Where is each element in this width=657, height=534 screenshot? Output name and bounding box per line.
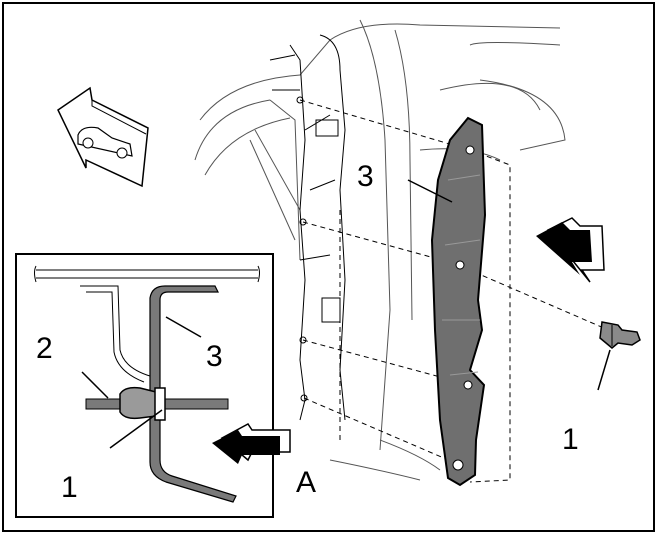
inset-border (15, 253, 274, 518)
inset-view-callout: A (296, 466, 316, 499)
inset-detail (15, 253, 291, 518)
inset-clip-callout: 1 (61, 471, 78, 504)
view-direction-arrow-icon (536, 217, 605, 283)
clip-callout: 1 (562, 423, 579, 456)
clip-leader-line (597, 349, 611, 391)
car-front-arrow-icon (57, 86, 149, 188)
side-panel-part (430, 116, 487, 487)
vehicle-body-sketch (194, 19, 566, 481)
inset-panel-callout: 3 (206, 340, 223, 373)
pillar-structure (269, 34, 346, 421)
panel-callout: 3 (357, 160, 374, 193)
clip-part (599, 321, 641, 349)
inset-pin-callout: 2 (36, 332, 53, 365)
panel-leader-line (407, 179, 453, 203)
